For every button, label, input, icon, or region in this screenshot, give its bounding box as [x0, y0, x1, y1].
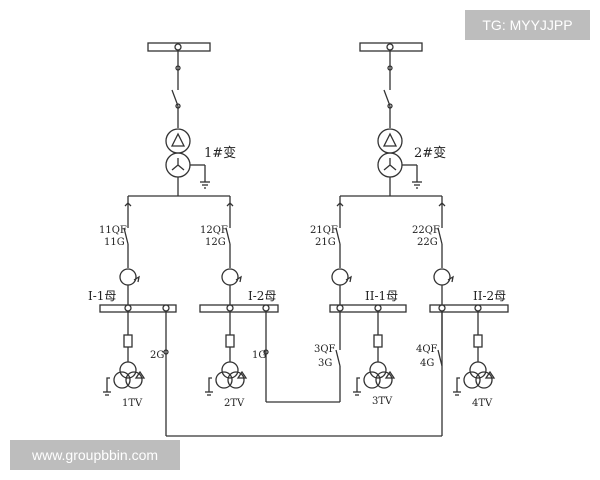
vt-4tv: 4TV — [453, 312, 496, 409]
vt-4tv-label: 4TV — [472, 398, 493, 409]
tie-4qf: 4QF 4G — [416, 312, 443, 369]
transformer-1-label: 1#变 — [204, 145, 236, 161]
vt-2tv-label: 2TV — [224, 398, 245, 409]
breaker-12qf: 12QF 12G — [200, 196, 242, 305]
breaker-22qf-label: 22QF — [412, 225, 440, 236]
bus-ii-1-label: II-1母 — [365, 289, 398, 303]
power-transformer-2 — [377, 128, 403, 178]
disconnector-3g-label: 3G — [318, 358, 332, 369]
bus-ii-1: II-1母 — [329, 289, 407, 313]
breaker-11qf-label: 11QF — [99, 225, 127, 236]
disconnect-switch — [383, 89, 391, 107]
disconnector-2g-label: 2G — [150, 350, 164, 361]
disconnect-switch — [171, 89, 179, 107]
disconnector-1g-label: 1G — [252, 350, 266, 361]
breaker-21qf: 21QF 21G — [310, 196, 352, 305]
disconnector-11g-label: 11G — [104, 237, 125, 248]
vt-1tv: 1TV — [103, 312, 146, 409]
bus-ii-2-label: II-2母 — [473, 289, 506, 303]
bus-i-1-label: I-1母 — [88, 289, 116, 303]
bus-i-2: I-2母 — [199, 289, 279, 313]
bus-ii-2: II-2母 — [429, 289, 509, 313]
disconnector-4g-label: 4G — [420, 358, 434, 369]
breaker-12qf-label: 12QF — [200, 225, 228, 236]
breaker-3qf-label: 3QF — [314, 344, 336, 355]
transformer-2-label: 2#变 — [414, 145, 446, 161]
breaker-4qf-label: 4QF — [416, 344, 438, 355]
breaker-22qf: 22QF 22G — [412, 196, 454, 305]
watermark-top: TG: MYYJJPP — [465, 10, 590, 40]
disconnector-12g-label: 12G — [205, 237, 226, 248]
breaker-21qf-label: 21QF — [310, 225, 338, 236]
incoming-feeder-2: 2#变 — [340, 42, 446, 197]
vt-1tv-label: 1TV — [122, 398, 143, 409]
disconnector-21g-label: 21G — [315, 237, 336, 248]
vt-3tv-label: 3TV — [372, 396, 393, 407]
vt-3tv: 3TV — [353, 312, 396, 407]
watermark-bottom: www.groupbbin.com — [10, 440, 180, 470]
disconnector-22g-label: 22G — [417, 237, 438, 248]
tie-1g-3qf: 1G 3QF 3G — [252, 312, 341, 403]
bus-i-2-label: I-2母 — [248, 289, 276, 303]
tie-2g-outer: 2G — [150, 312, 443, 437]
bus-i-1: I-1母 — [88, 289, 177, 313]
breaker-11qf: 11QF 11G — [99, 196, 140, 305]
incoming-bus-1 — [147, 42, 211, 52]
incoming-feeder-1: 1#变 — [128, 42, 236, 197]
vt-2tv: 2TV — [205, 312, 248, 409]
incoming-bus-2 — [359, 42, 423, 52]
power-transformer-1 — [165, 128, 191, 178]
